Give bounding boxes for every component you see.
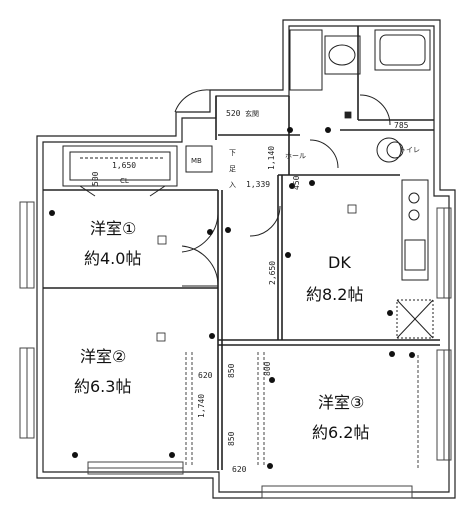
dim-850a: 850 — [227, 363, 236, 378]
genkan-label-top: 下 — [229, 149, 236, 157]
dim-620b: 620 — [232, 465, 247, 474]
dim-520: 520 — [226, 109, 241, 118]
mb-label: MB — [191, 157, 202, 165]
room-western1-name: 洋室① — [90, 219, 136, 238]
genkan-label: 玄関 — [245, 109, 259, 118]
room-western3-size: 約6.2帖 — [312, 423, 369, 442]
closet — [62, 145, 178, 197]
dimensions: 1,650 500 520 1,140 1,339 450 785 2,650 … — [91, 109, 409, 474]
mb-box — [185, 145, 213, 173]
dim-800: 800 — [263, 361, 272, 376]
fixtures — [289, 29, 434, 339]
dim-1740: 1,740 — [197, 394, 206, 418]
door-swings — [174, 89, 391, 287]
genkan-label-mid: 足 — [229, 165, 236, 173]
closet-label: CL — [120, 177, 129, 185]
room-western1-size: 約4.0帖 — [84, 249, 141, 268]
room-markers — [156, 111, 357, 342]
room-western2-size: 約6.3帖 — [74, 377, 131, 396]
dim-850b: 850 — [227, 431, 236, 446]
outlet-dots — [49, 127, 415, 469]
dim-500: 500 — [91, 171, 100, 186]
room-western3-name: 洋室③ — [318, 393, 364, 412]
windows — [19, 201, 452, 499]
room-dk-name: DK — [328, 253, 351, 272]
dim-785: 785 — [394, 121, 409, 130]
sliding-doors — [185, 352, 419, 470]
interior-walls — [43, 26, 440, 470]
room-dk-size: 約8.2帖 — [306, 285, 363, 304]
dim-1339: 1,339 — [246, 180, 270, 189]
hall-label: ホール — [285, 152, 306, 160]
outer-walls — [36, 19, 456, 499]
genkan-label-bottom: 入 — [229, 181, 236, 189]
dim-1140: 1,140 — [267, 146, 276, 170]
dim-450: 450 — [292, 175, 301, 190]
dim-1650: 1,650 — [112, 161, 136, 170]
room-western2-name: 洋室② — [80, 347, 126, 366]
toilet-label: トイレ — [399, 146, 420, 154]
dim-2650: 2,650 — [268, 261, 277, 285]
dim-620a: 620 — [198, 371, 213, 380]
